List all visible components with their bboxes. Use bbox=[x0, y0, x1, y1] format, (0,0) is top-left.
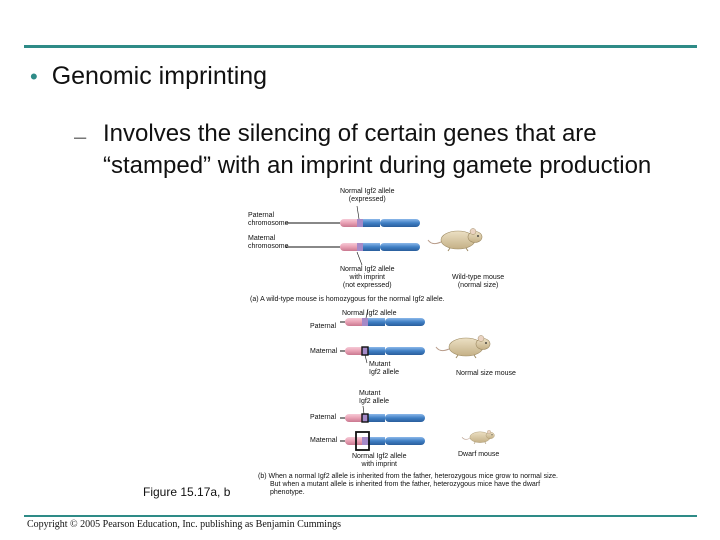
wild-type-mouse-icon bbox=[427, 228, 483, 252]
label-b1-paternal: Paternal bbox=[310, 323, 337, 330]
heading-bullet: • bbox=[30, 64, 38, 89]
caption-line: But when a mutant allele is inherited fr… bbox=[270, 481, 541, 488]
label-line: (expressed) bbox=[348, 196, 386, 203]
label-b1-mutant-allele: Mutant Igf2 allele bbox=[369, 361, 399, 377]
caption-panel-b: (b) When a normal Igf2 allele is inherit… bbox=[258, 473, 558, 497]
heading: • Genomic imprinting bbox=[30, 62, 267, 91]
label-line: Wild-type mouse bbox=[452, 274, 505, 281]
subpoint-dash: – bbox=[74, 124, 87, 149]
panel-b1-paternal-chromosome bbox=[340, 318, 425, 326]
label-maternal-chromosome: Maternal chromosome bbox=[248, 235, 288, 251]
label-wild-type-mouse: Wild-type mouse (normal size) bbox=[452, 274, 504, 290]
figure-label: Figure 15.17a, b bbox=[143, 485, 231, 499]
label-b2-maternal: Maternal bbox=[310, 437, 338, 444]
label-b2-normal-allele-imprint: Normal Igf2 allele with imprint bbox=[352, 453, 406, 469]
label-line: Mutant bbox=[369, 361, 391, 368]
label-line: Igf2 allele bbox=[369, 369, 399, 376]
label-b1-maternal: Maternal bbox=[310, 348, 338, 355]
caption-panel-a: (a) A wild-type mouse is homozygous for … bbox=[250, 296, 445, 303]
heading-text: Genomic imprinting bbox=[51, 62, 268, 90]
label-normal-allele-imprint: Normal Igf2 allele with imprint (not exp… bbox=[340, 266, 394, 290]
caption-line: phenotype. bbox=[270, 489, 305, 496]
label-line: Normal Igf2 allele bbox=[352, 453, 407, 460]
label-line: with imprint bbox=[361, 461, 397, 468]
panel-b1-maternal-chromosome bbox=[340, 346, 425, 356]
label-line: Paternal bbox=[248, 212, 275, 219]
label-normal-size-mouse: Normal size mouse bbox=[456, 370, 516, 377]
label-line: chromosome bbox=[248, 243, 289, 250]
normal-size-mouse-icon bbox=[435, 335, 491, 359]
label-normal-allele-expressed: Normal Igf2 allele (expressed) bbox=[340, 188, 394, 204]
panel-b1-mutant-pointer bbox=[364, 354, 368, 364]
panel-a-paternal-chromosome bbox=[285, 219, 420, 227]
panel-b2-mutant-pointer bbox=[362, 405, 365, 415]
label-line: with imprint bbox=[349, 274, 385, 281]
label-line: (not expressed) bbox=[342, 282, 392, 289]
panel-a-maternal-chromosome bbox=[285, 243, 420, 251]
label-line: (normal size) bbox=[457, 282, 499, 289]
label-line: Normal Igf2 allele bbox=[340, 266, 395, 273]
label-line: Maternal bbox=[248, 235, 276, 242]
label-line: Mutant bbox=[359, 390, 381, 397]
top-rule bbox=[24, 45, 697, 48]
label-b1-normal-allele: Normal Igf2 allele bbox=[342, 310, 397, 317]
label-b2-mutant-allele: Mutant Igf2 allele bbox=[359, 390, 389, 406]
dwarf-mouse-icon bbox=[461, 429, 495, 445]
label-line: Normal Igf2 allele bbox=[340, 188, 395, 195]
label-paternal-chromosome: Paternal chromosome bbox=[248, 212, 288, 228]
caption-line: (b) When a normal Igf2 allele is inherit… bbox=[258, 473, 558, 480]
panel-b2-maternal-chromosome bbox=[340, 431, 425, 451]
label-b2-paternal: Paternal bbox=[310, 414, 337, 421]
panel-b2-paternal-chromosome bbox=[340, 413, 425, 423]
copyright-notice: Copyright © 2005 Pearson Education, Inc.… bbox=[27, 519, 341, 530]
label-dwarf-mouse: Dwarf mouse bbox=[458, 451, 500, 458]
panel-a-expressed-pointer bbox=[356, 205, 360, 220]
label-line: Igf2 allele bbox=[359, 398, 389, 405]
label-line: chromosome bbox=[248, 220, 289, 227]
panel-b1-normal-pointer bbox=[365, 308, 369, 319]
subpoint-text: Involves the silencing of certain genes … bbox=[103, 120, 652, 179]
panel-a-imprint-pointer bbox=[356, 251, 363, 266]
bottom-rule bbox=[24, 515, 697, 517]
